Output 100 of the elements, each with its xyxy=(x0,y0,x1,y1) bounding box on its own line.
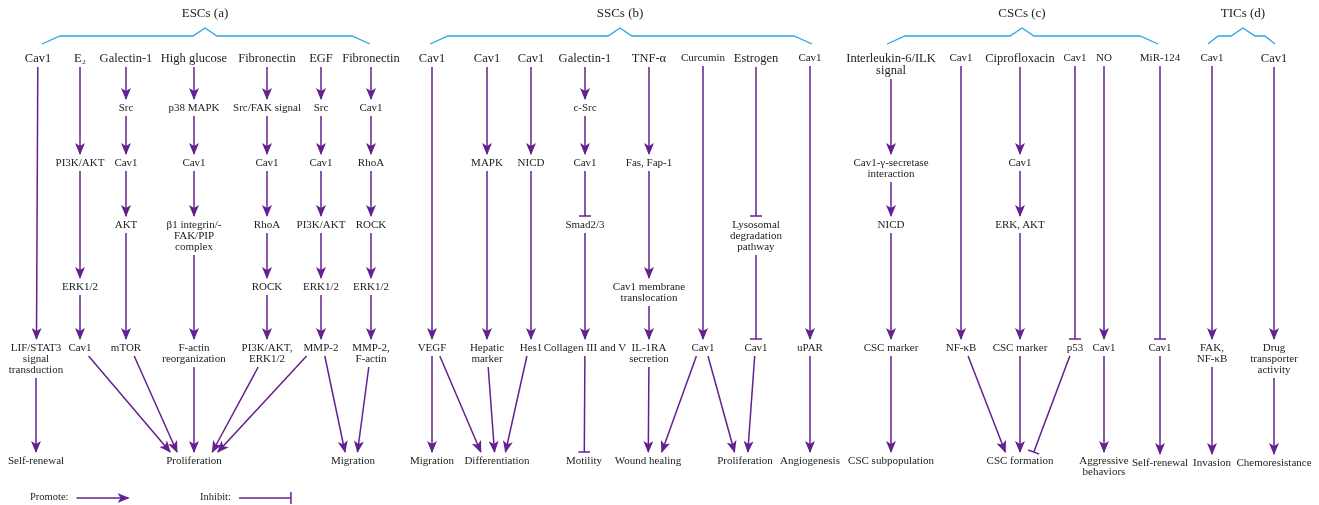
node-label: Hepatic marker xyxy=(467,342,507,364)
node-label: Cav1 xyxy=(114,157,138,168)
arrow xyxy=(75,170,85,279)
arrow xyxy=(121,115,131,155)
legend-label: Promote: xyxy=(30,491,69,502)
node-label: Wound healing xyxy=(614,455,682,466)
node-label: High glucose xyxy=(160,52,228,64)
arrow xyxy=(580,66,590,100)
node-label: Interleukin-6/ILK signal xyxy=(838,52,944,76)
arrow xyxy=(886,355,896,453)
arrow xyxy=(526,170,536,340)
node-label: Angiogenesis xyxy=(780,455,840,466)
node-label: p38 MAPK xyxy=(168,102,220,113)
arrow xyxy=(487,366,499,453)
arrow xyxy=(75,294,85,340)
arrow xyxy=(262,66,272,100)
node-label: Fibronectin xyxy=(238,52,296,64)
node-label: NICD xyxy=(877,219,905,230)
node-label: TNF-α xyxy=(631,52,667,64)
node-label: Fas, Fap-1 xyxy=(625,157,673,168)
node-label: AKT xyxy=(114,219,138,230)
node-label: Cav1 xyxy=(1148,342,1172,353)
arrow xyxy=(698,65,708,340)
inhibition-line xyxy=(1153,65,1167,340)
arrow xyxy=(316,170,326,217)
node-label: Galectin-1 xyxy=(99,52,153,64)
arrow xyxy=(643,366,654,453)
node-label: Motility xyxy=(565,455,603,466)
arrow xyxy=(121,232,131,340)
node-label: Src/FAK signal xyxy=(233,102,301,113)
arrow xyxy=(1207,366,1217,455)
node-label: Cav1 xyxy=(182,157,206,168)
node-label: CSC marker xyxy=(863,342,919,353)
node-label: Cav1 xyxy=(517,52,545,64)
node-label: Cav1 xyxy=(744,342,768,353)
node-label: Lysosomal degradation pathway xyxy=(728,219,784,252)
arrow xyxy=(1207,65,1217,340)
node-label: Fibronectin xyxy=(342,52,400,64)
node-label: PI3K/AKT xyxy=(55,157,105,168)
node-label: Proliferation xyxy=(717,455,773,466)
node-label: Galectin-1 xyxy=(558,52,612,64)
node-label: EGF xyxy=(309,52,333,64)
legend-label: Inhibit: xyxy=(200,491,231,502)
node-label: Collagen III and V xyxy=(543,342,627,353)
arrow xyxy=(189,170,199,217)
node-label: Curcumin xyxy=(681,52,725,63)
node-label: FAK, NF-κB xyxy=(1191,342,1233,364)
node-label: Proliferation xyxy=(166,455,222,466)
arrow xyxy=(217,355,308,453)
arrow xyxy=(366,170,376,217)
arrow xyxy=(886,78,896,155)
node-label: uPAR xyxy=(797,342,823,353)
node-label: CSC subpopulation xyxy=(848,455,934,466)
arrow xyxy=(427,355,437,453)
node-label: ROCK xyxy=(251,281,283,292)
arrow xyxy=(427,66,437,340)
node-label: Cav1-γ-secretase interaction xyxy=(851,157,931,179)
inhibition-line xyxy=(578,170,592,217)
node-label: Chemoresistance xyxy=(1236,457,1312,468)
arrow xyxy=(644,66,654,155)
arrow xyxy=(121,66,131,100)
node-label: Cav1 xyxy=(1063,52,1087,63)
arrow xyxy=(1099,355,1109,453)
node-label: Migration xyxy=(331,455,375,466)
arrow xyxy=(503,355,528,453)
arrow xyxy=(262,232,272,279)
node-label: CSC formation xyxy=(986,455,1054,466)
node-label: ERK1/2 xyxy=(302,281,340,292)
arrow xyxy=(886,181,896,217)
node-label: Smad2/3 xyxy=(565,219,605,230)
node-label: Ciprofloxacin xyxy=(985,52,1055,64)
node-label: β1 integrin/- FAK/PIP complex xyxy=(164,219,224,252)
arrow xyxy=(482,66,492,155)
arrow xyxy=(31,377,41,453)
node-label: Cav1 xyxy=(1008,157,1032,168)
node-label: Cav1 xyxy=(24,52,52,64)
arrow xyxy=(1269,377,1279,455)
node-label: VEGF xyxy=(417,342,447,353)
node-label: Hes1 xyxy=(519,342,543,353)
node-label: IL-1RA secretion xyxy=(625,342,673,364)
arrow xyxy=(644,305,654,340)
arrow xyxy=(660,355,698,453)
arrow xyxy=(316,232,326,279)
node-label: Cav1 xyxy=(1260,52,1288,64)
group-heading: SSCs (b) xyxy=(596,5,644,21)
arrow xyxy=(262,294,272,340)
node-label: MMP-2, F-actin xyxy=(348,342,394,364)
arrow xyxy=(316,115,326,155)
arrow xyxy=(743,355,756,453)
node-label: Cav1 xyxy=(473,52,501,64)
arrow xyxy=(133,355,178,453)
node-label: PI3K/AKT xyxy=(296,219,346,230)
node-label: Cav1 xyxy=(418,52,446,64)
node-label: E₂ xyxy=(74,52,86,64)
arrow xyxy=(316,294,326,340)
group-heading: CSCs (c) xyxy=(998,5,1046,21)
inhibition-line xyxy=(749,254,763,340)
inhibition-line xyxy=(749,66,763,217)
arrow xyxy=(366,115,376,155)
node-label: Cav1 xyxy=(255,157,279,168)
